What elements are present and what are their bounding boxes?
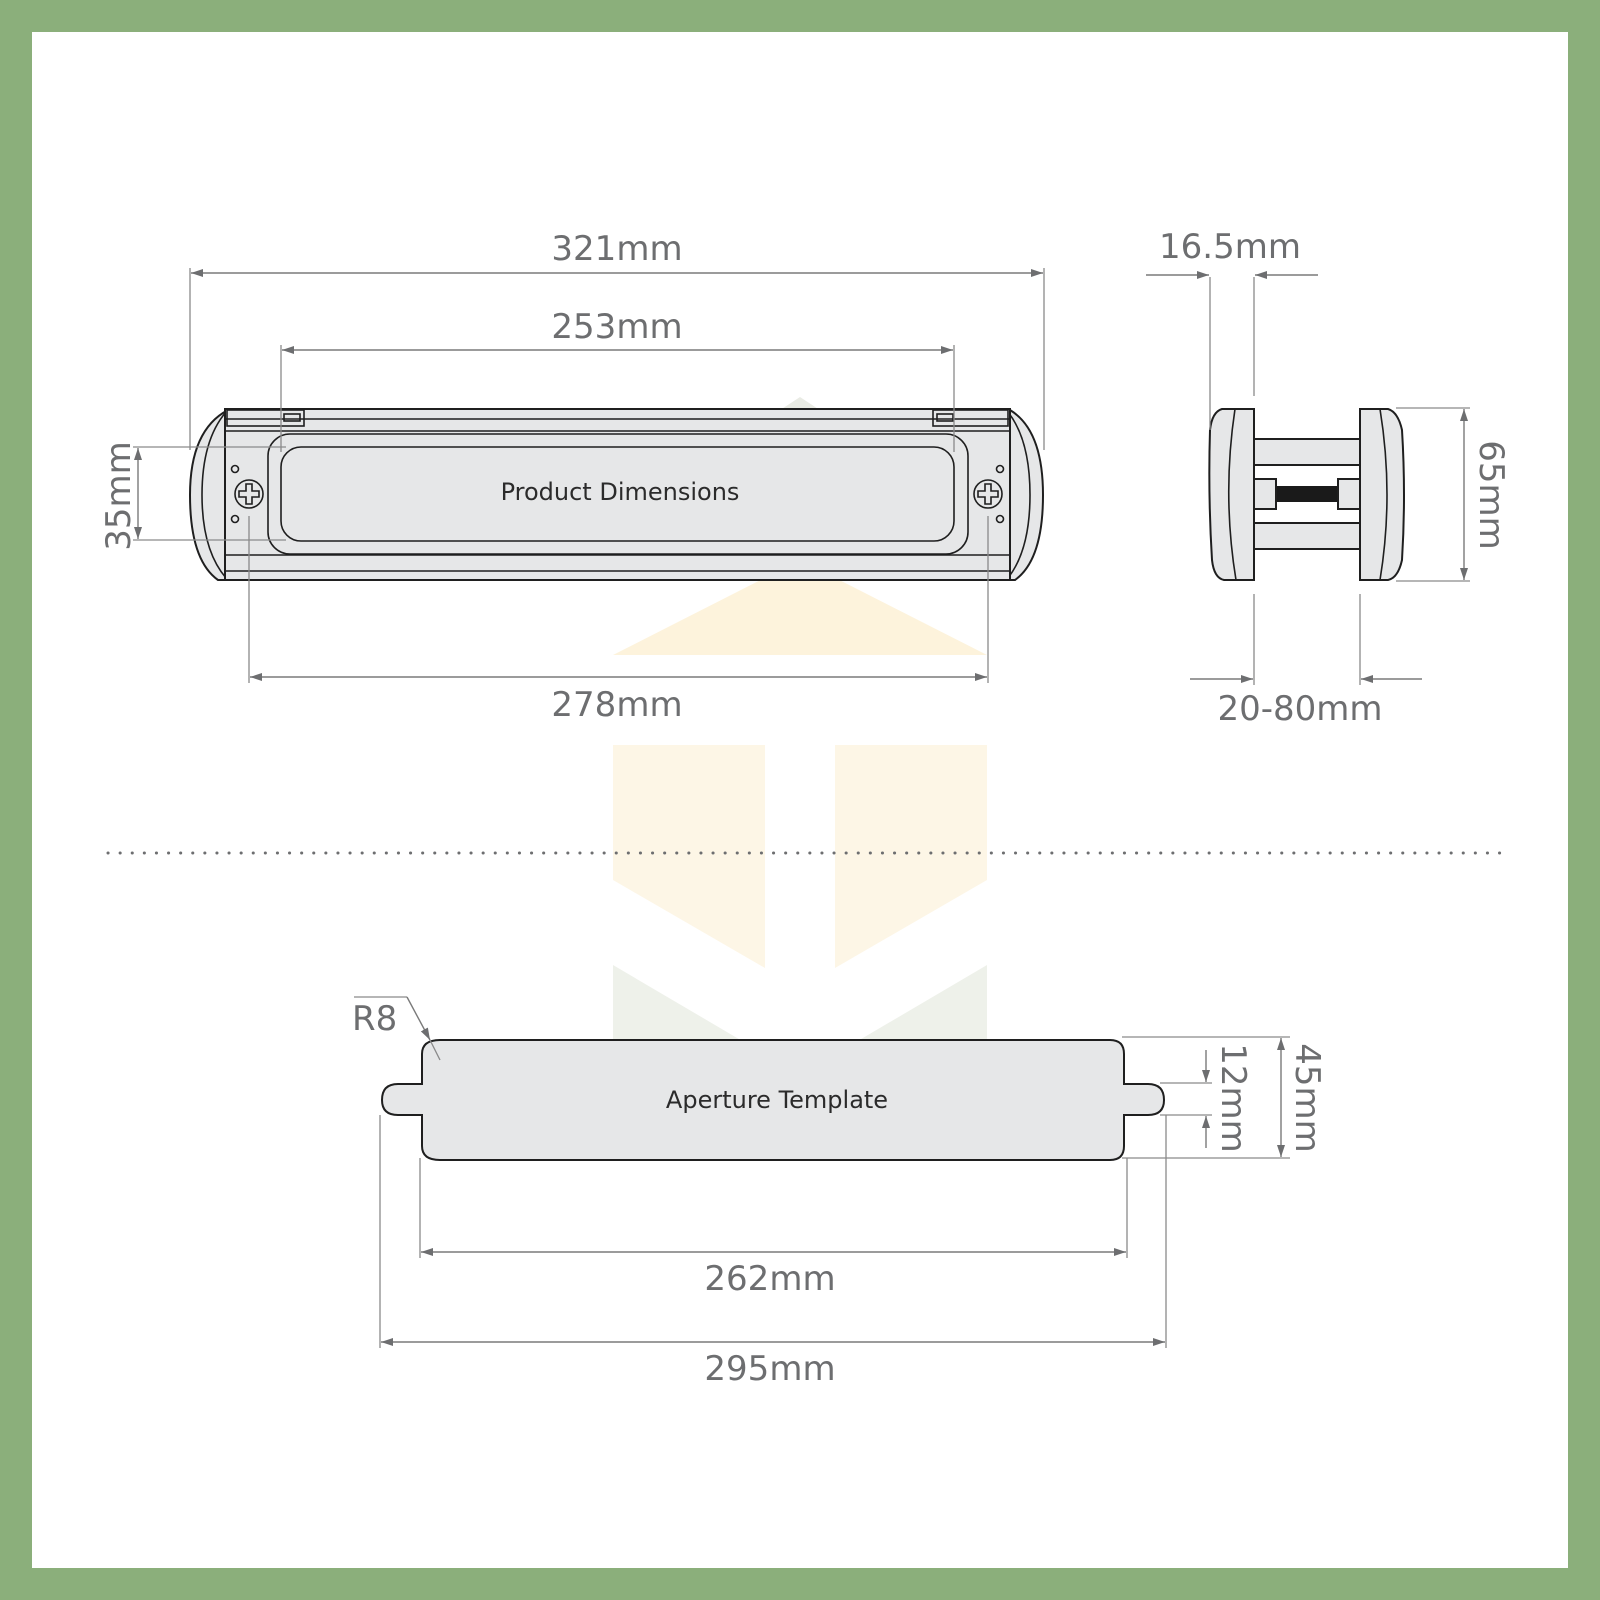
dim-inner-width: 253mm [551,307,682,347]
product-dimensions-label: Product Dimensions [501,478,740,506]
front-dimensions: 321mm 253mm 278mm 35mm [99,229,1045,725]
product-front-view: Product Dimensions [188,408,1045,581]
dim-height: 65mm [1471,440,1511,550]
dim-overall-width: 321mm [551,229,682,269]
aperture-dimensions: R8 45mm 12mm 262mm 295mm [352,996,1327,1389]
side-dimensions: 16.5mm 65mm 20-80mm [1146,227,1511,729]
screw-icon-left [230,464,264,524]
aperture-template-label: Aperture Template [666,1086,888,1114]
dim-tab-height: 12mm [1213,1043,1253,1153]
screw-icon-right [973,464,1005,524]
dim-aperture-overall-width: 295mm [704,1349,835,1389]
dim-aperture-height: 45mm [1287,1043,1327,1153]
aperture-template: Aperture Template [380,1039,1166,1161]
dim-fixing-centres: 278mm [551,685,682,725]
dim-door-thickness: 20-80mm [1217,689,1382,729]
dim-aperture-main-width: 262mm [704,1259,835,1299]
dim-corner-radius: R8 [352,999,397,1039]
dim-opening-height: 35mm [99,441,139,551]
drawing-canvas [32,32,1568,1568]
product-side-view [1208,408,1405,581]
dim-depth: 16.5mm [1159,227,1301,267]
